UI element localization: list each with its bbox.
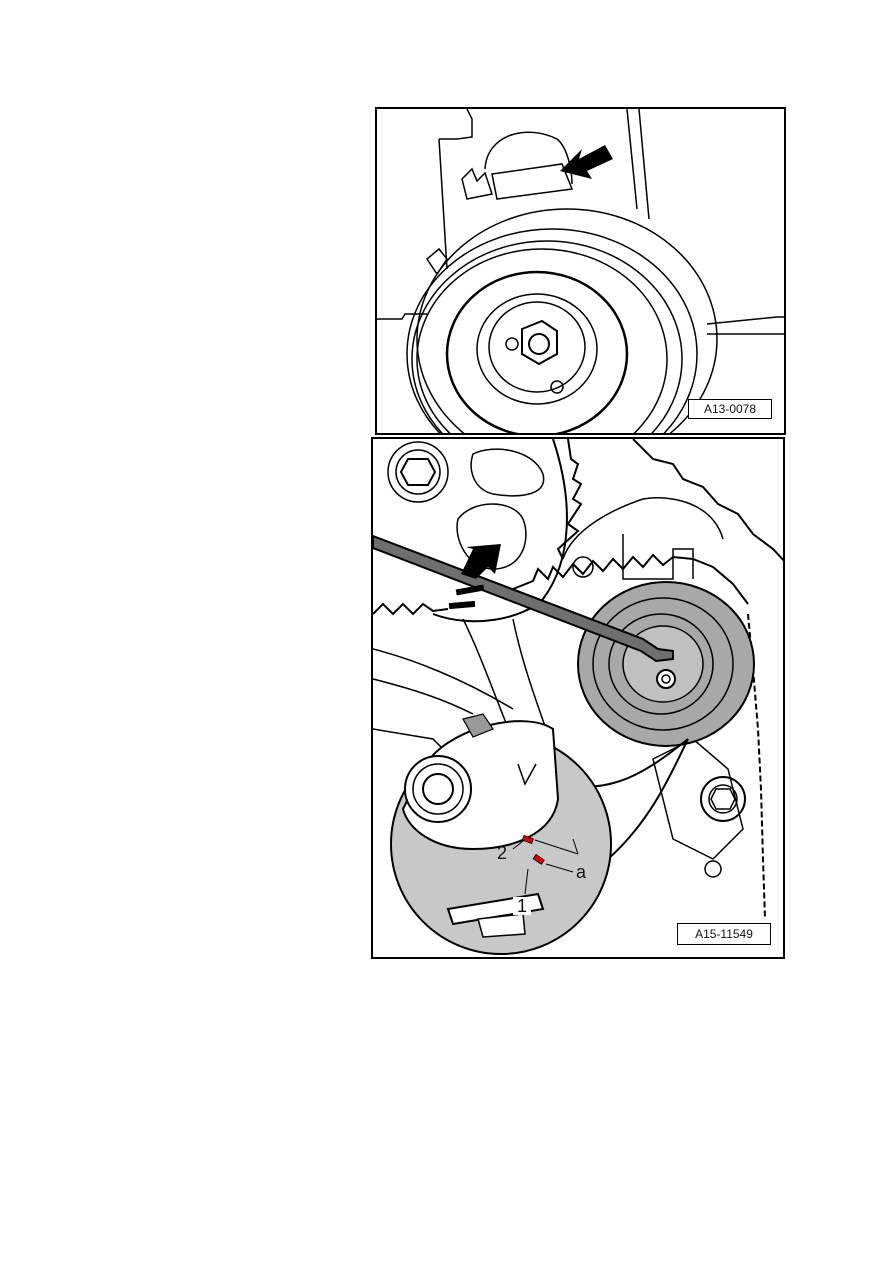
mark-1-red <box>532 853 545 865</box>
callout-1: 1 <box>513 897 532 915</box>
callout-a: a <box>576 862 587 882</box>
tensioner-roller <box>577 581 755 747</box>
callout-2: 2 <box>497 843 508 863</box>
figure-id-label: A13-0078 <box>688 399 772 419</box>
figure-belt-tensioner: 2 a 1 A15-11549 <box>371 437 785 959</box>
magnified-inset <box>390 713 612 955</box>
hex-key-tool <box>373 534 674 663</box>
belt-tensioner-drawing <box>373 439 783 955</box>
direction-arrow-icon <box>448 544 501 610</box>
figure-compressor-pulley: A13-0078 <box>375 107 786 435</box>
arrow-icon <box>560 145 613 179</box>
compressor-pulley-drawing <box>377 109 784 433</box>
mark-2-red <box>521 834 534 845</box>
figure-id-label: A15-11549 <box>677 923 771 945</box>
